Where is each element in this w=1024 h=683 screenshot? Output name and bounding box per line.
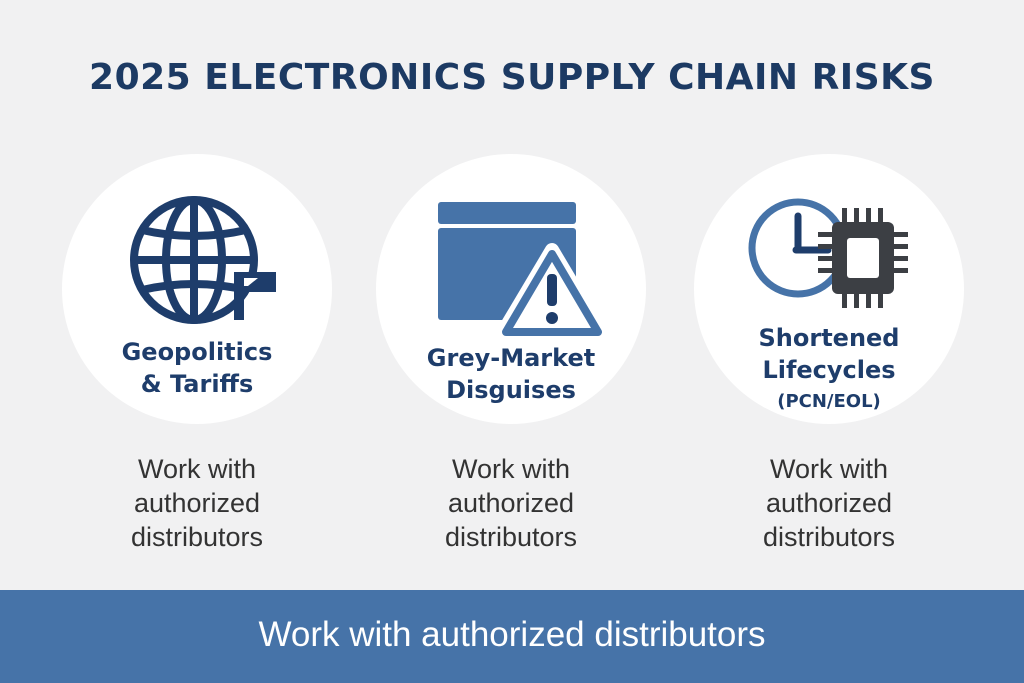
footer-banner: Work with authorized distributors xyxy=(0,590,1024,683)
card-label: Geopolitics & Tariffs xyxy=(121,338,273,398)
card-label: Shortened Lifecycles (PCN/EOL) xyxy=(758,324,900,412)
footer-text: Work with authorized distributors xyxy=(258,615,766,654)
box-warning-icon xyxy=(438,202,609,338)
card-label: Grey-Market Disguises xyxy=(426,344,596,404)
clock-chip-icon xyxy=(748,198,908,308)
page-title: 2025 ELECTRONICS SUPPLY CHAIN RISKS xyxy=(89,57,935,98)
risk-card-grey-market: Grey-Market Disguises xyxy=(376,154,646,424)
risk-card-geopolitics: Geopolitics & Tariffs xyxy=(62,154,332,424)
card-description: Work with authorized distributors xyxy=(130,454,264,552)
risk-card-lifecycles: Shortened Lifecycles (PCN/EOL) xyxy=(694,154,964,424)
card-description: Work with authorized distributors xyxy=(444,454,578,552)
globe-icon xyxy=(130,196,276,324)
card-description: Work with authorized distributors xyxy=(762,454,896,552)
